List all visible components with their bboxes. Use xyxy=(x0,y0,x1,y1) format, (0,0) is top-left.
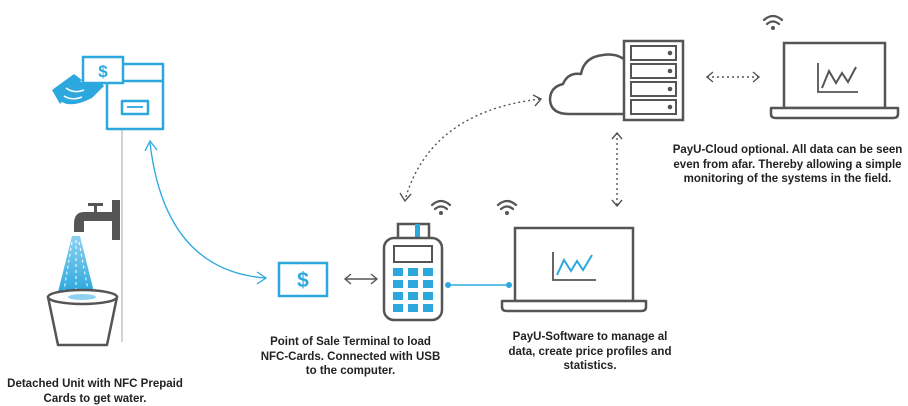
cloud-software-arrow xyxy=(611,131,623,208)
water-stream xyxy=(58,236,94,292)
card-dollar-sign: $ xyxy=(98,62,108,81)
nfc-card-icon: $ xyxy=(277,261,329,298)
caption-detached-unit: Detached Unit with NFC Prepaid Cards to … xyxy=(7,378,183,405)
laptop-icon xyxy=(500,226,648,313)
bucket-icon xyxy=(46,288,119,347)
caption-software: PayU-Software to manage al data, create … xyxy=(508,331,672,372)
reader-to-card-arrow xyxy=(144,139,268,285)
usb-connection-line xyxy=(445,282,512,288)
laptop-icon-remote xyxy=(769,41,900,120)
server-icon xyxy=(622,39,685,122)
hand-card-icon: $ xyxy=(52,55,125,105)
pos-terminal-icon xyxy=(382,222,444,322)
wifi-icon xyxy=(430,199,452,215)
caption-cloud: PayU-Cloud optional. All data can be see… xyxy=(672,144,903,185)
wifi-icon-remote xyxy=(762,14,784,30)
water-tap-icon xyxy=(74,200,120,240)
nfc-card-dollar-sign: $ xyxy=(297,269,309,292)
caption-pos-terminal: Point of Sale Terminal to load NFC-Cards… xyxy=(260,336,441,377)
cloud-remote-arrow xyxy=(705,71,761,83)
card-terminal-arrow xyxy=(343,273,379,285)
cloud-terminal-arrow xyxy=(399,94,543,203)
wifi-icon-software xyxy=(496,199,518,215)
